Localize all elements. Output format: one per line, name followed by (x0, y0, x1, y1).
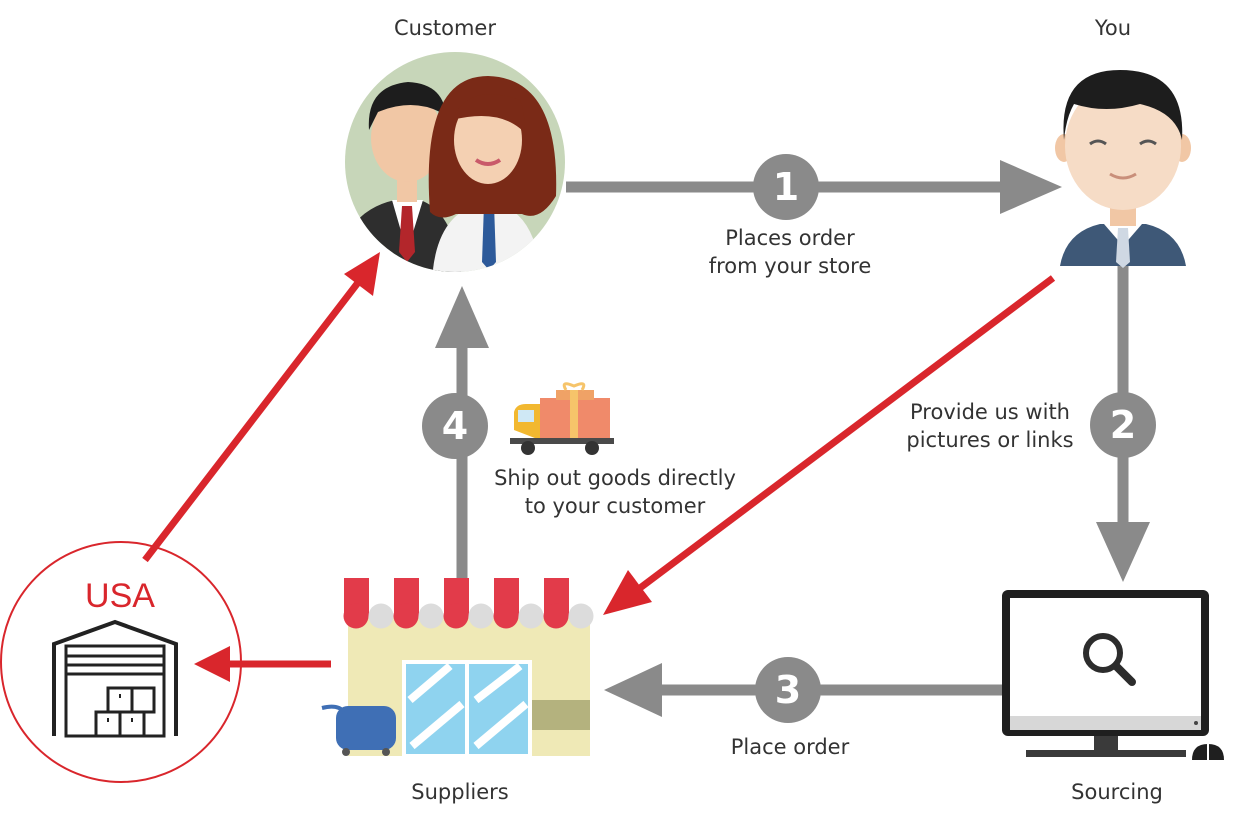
step-1-line-2: from your store (708, 254, 872, 278)
step-4-line-1: Ship out goods directly (494, 466, 736, 490)
step-2-text: Provide us with pictures or links (880, 398, 1100, 454)
step-2-line-1: Provide us with (910, 400, 1070, 424)
arrow-suppliers-to-customer (435, 286, 489, 578)
warehouse-icon (0, 541, 242, 783)
storefront-icon (321, 578, 594, 758)
sourcing-label: Sourcing (1071, 780, 1163, 804)
monitor-search-icon (1002, 590, 1224, 760)
step-3-badge: 3 (755, 657, 821, 723)
delivery-truck-icon (510, 382, 614, 455)
person-icon (1055, 70, 1191, 268)
you-label: You (1094, 16, 1132, 40)
step-2-badge: 2 (1090, 392, 1156, 458)
step-3-text: Place order (700, 733, 880, 761)
red-arrow-warehouse-to-customer (142, 252, 380, 563)
step-1-badge: 1 (753, 154, 819, 220)
step-4-badge: 4 (422, 393, 488, 459)
step-1-text: Places order from your store (680, 224, 900, 280)
step-4-text: Ship out goods directly to your customer (470, 464, 760, 520)
step-3-line-1: Place order (730, 735, 850, 759)
warehouse-label: USA (85, 577, 155, 615)
arrow-sourcing-to-suppliers (604, 663, 1002, 717)
customer-couple-icon (345, 52, 565, 272)
red-arrow-you-to-suppliers (603, 275, 1056, 615)
step-4-line-2: to your customer (524, 494, 706, 518)
suppliers-label: Suppliers (411, 780, 509, 804)
step-2-line-2: pictures or links (906, 428, 1074, 452)
red-arrow-suppliers-to-warehouse (194, 646, 331, 682)
step-1-line-1: Places order (725, 226, 855, 250)
customer-label: Customer (393, 16, 496, 40)
